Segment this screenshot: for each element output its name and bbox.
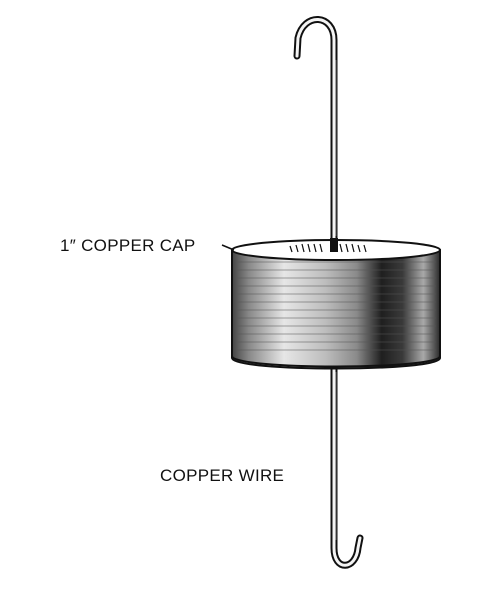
cap-leader-line <box>221 244 235 251</box>
copper-wire-label: COPPER WIRE <box>160 466 285 485</box>
copper-cap-label: 1″ COPPER CAP <box>60 236 196 255</box>
upper-wire-hook <box>293 16 338 242</box>
lower-wire-hook <box>330 364 364 569</box>
copper-cap <box>231 238 441 370</box>
